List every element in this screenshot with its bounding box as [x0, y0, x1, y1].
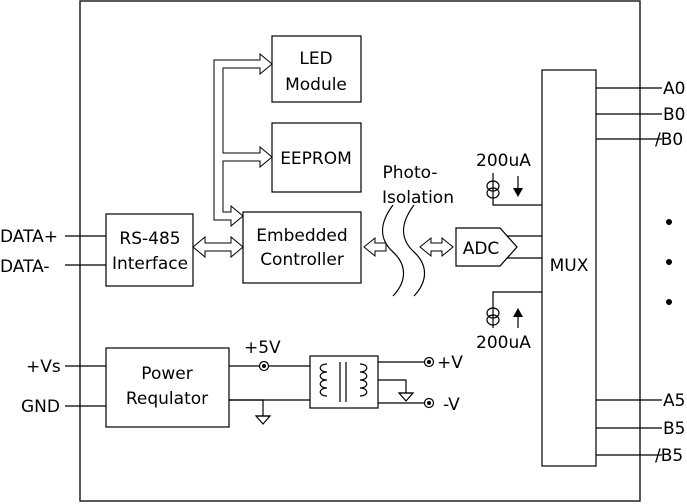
- top-current-source-coil-b: [486, 187, 500, 199]
- isolation-adc-double-arrow: [419, 236, 454, 258]
- led-module-box: [271, 35, 362, 103]
- channel-ellipsis-dot-2: [666, 259, 672, 265]
- photo-isolation-line1: Photo-: [383, 163, 438, 183]
- bottom-current-arrow-head: [513, 308, 523, 317]
- regulator-ground-symbol: [254, 415, 272, 425]
- photo-isolation-line2: Isolation: [382, 188, 454, 208]
- power-regulator-line2: Requlator: [126, 389, 208, 409]
- isolation-barrier-right: [402, 204, 426, 297]
- top-current-source-coil-a: [486, 180, 500, 192]
- power-regulator-line1: Power: [141, 364, 192, 384]
- rs485-line2: Interface: [112, 254, 188, 274]
- eeprom-box: [271, 122, 362, 193]
- channel-b0-label: B0: [663, 105, 685, 125]
- bottom-current-source-coil-a: [486, 307, 500, 319]
- channel-ellipsis-dot-3: [666, 299, 672, 305]
- top-current-label: 200uA: [476, 151, 531, 171]
- channel-nb0-label: /B0: [655, 130, 683, 150]
- dcdc-secondary-coil: [359, 363, 368, 397]
- plus5v-terminal-dot: [262, 364, 266, 368]
- top-current-arrow-head: [513, 188, 523, 197]
- channel-a5-label: A5: [663, 391, 685, 411]
- plus5v-label: +5V: [244, 338, 281, 358]
- rs485-controller-double-arrow: [192, 235, 244, 259]
- channel-b5-label: B5: [663, 419, 685, 439]
- embedded-controller-box: [242, 211, 362, 284]
- vminus-terminal-dot: [427, 401, 431, 405]
- embedded-controller-line2: Controller: [260, 250, 344, 270]
- vminus-label: -V: [443, 395, 460, 415]
- data-plus-label: DATA+: [0, 227, 58, 247]
- bottom-current-label: 200uA: [476, 333, 531, 353]
- bottom-current-source-wire: [492, 291, 542, 328]
- channel-nb5-label: /B5: [655, 446, 683, 466]
- led-module-line2: Module: [285, 75, 347, 95]
- controller-isolation-double-arrow: [363, 236, 387, 258]
- top-current-source-wire: [492, 173, 542, 206]
- bottom-current-source-coil-b: [486, 314, 500, 326]
- isolated-ground-wire: [378, 379, 407, 393]
- channel-ellipsis-dot-1: [666, 219, 672, 225]
- controller-bus-arrows: [213, 52, 273, 228]
- adc-label: ADC: [463, 239, 500, 259]
- isolation-barrier-left: [381, 204, 405, 297]
- dcdc-primary-coil: [319, 363, 328, 397]
- embedded-controller-line1: Embedded: [256, 226, 347, 246]
- data-minus-label: DATA-: [0, 257, 50, 277]
- mux-block: [541, 69, 597, 467]
- isolated-ground-symbol: [397, 392, 415, 402]
- rs485-interface-box: [105, 213, 194, 287]
- eeprom-label: EEPROM: [280, 149, 352, 169]
- gnd-label: GND: [21, 397, 60, 417]
- rs485-line1: RS-485: [119, 229, 180, 249]
- vplus-terminal-dot: [427, 360, 431, 364]
- channel-a0-label: A0: [663, 79, 685, 99]
- led-module-line1: LED: [299, 49, 332, 69]
- vplus-label: +V: [437, 353, 463, 373]
- vs-label: +Vs: [26, 357, 61, 377]
- power-regulator-box: [105, 347, 230, 428]
- mux-label: MUX: [550, 256, 589, 276]
- adc-block: [455, 227, 518, 267]
